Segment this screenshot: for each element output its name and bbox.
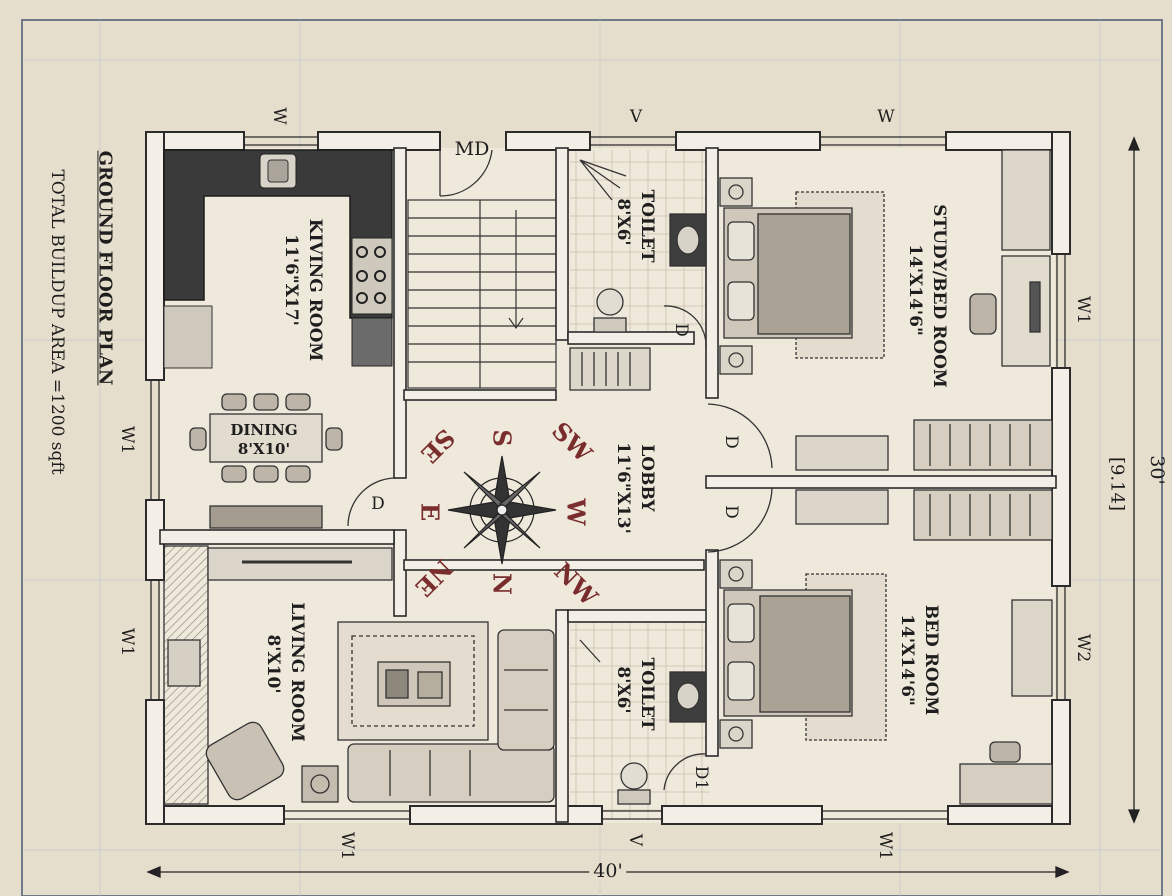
toilet-bottom-name: TOILET <box>636 657 657 731</box>
sheet-border <box>21 19 1163 896</box>
study-room-size: 14'X14'6" <box>904 244 925 336</box>
living-room-name: LIVING ROOM <box>286 602 307 742</box>
door-label-toilet-top: D <box>670 323 691 337</box>
kitchen-room-size: 11'6"X17' <box>280 234 301 326</box>
plan-title: GROUND FLOOR PLAN <box>94 150 116 386</box>
depth-dimension-metric: [9.14] <box>1106 456 1128 512</box>
bedroom-furniture <box>719 559 1053 805</box>
window-w1-label-left-top: W1 <box>116 425 137 455</box>
bedroom-name: BED ROOM <box>920 604 941 716</box>
lobby-name: LOBBY <box>636 444 657 512</box>
main-door-label: MD <box>454 138 490 161</box>
study-room-name: STUDY/BED ROOM <box>928 204 949 388</box>
toilet-top-size: 8'X6' <box>612 198 633 246</box>
toilet-top-name: TOILET <box>636 189 657 263</box>
total-area-label: TOTAL BUILDUP AREA =1200 sqft <box>46 169 67 475</box>
door-swings <box>347 149 773 791</box>
depth-dimension: 30' <box>1145 455 1168 485</box>
toilet-fixtures <box>569 159 707 805</box>
compass-south: S <box>487 429 517 447</box>
toilet-bottom-size: 8'X6' <box>612 666 633 714</box>
dining-name: DINING <box>230 421 298 440</box>
living-room-size: 8'X10' <box>262 634 283 694</box>
study-room-furniture <box>719 149 1053 541</box>
living-room-furniture <box>163 545 555 805</box>
compass-east: E <box>415 502 445 522</box>
window-label-top-left: W <box>268 107 289 125</box>
window-w1-label-right: W1 <box>1072 295 1093 325</box>
dining-size: 8'X10' <box>237 440 291 459</box>
bedroom-size: 14'X14'6" <box>896 614 917 706</box>
window-w1-label-bottom-right: W1 <box>874 831 895 861</box>
compass-north: N <box>487 573 517 595</box>
compass-west: W <box>561 498 591 526</box>
window-label-top-right: W <box>877 107 895 128</box>
dining-table-furniture <box>189 393 343 529</box>
ventilator-label-bottom: V <box>624 833 645 847</box>
door-label-bedroom: D <box>720 505 741 519</box>
window-w2-label-right: W2 <box>1072 633 1093 663</box>
lobby-size: 11'6"X13' <box>612 442 633 534</box>
door-d1-label: D1 <box>690 765 711 791</box>
window-frames <box>150 136 1066 820</box>
kitchen-room-name: KIVING ROOM <box>304 218 325 362</box>
door-label-dining: D <box>371 494 385 515</box>
ventilator-label-top: V <box>629 107 643 128</box>
window-w1-label-bottom-left: W1 <box>336 831 357 861</box>
outer-walls <box>145 131 1071 825</box>
width-dimension: 40' <box>589 861 627 882</box>
door-label-study: D <box>720 435 741 449</box>
compass-rose <box>447 455 557 565</box>
kitchen-counter <box>163 149 393 369</box>
window-w1-label-left-bottom: W1 <box>116 627 137 657</box>
staircase <box>407 199 557 389</box>
